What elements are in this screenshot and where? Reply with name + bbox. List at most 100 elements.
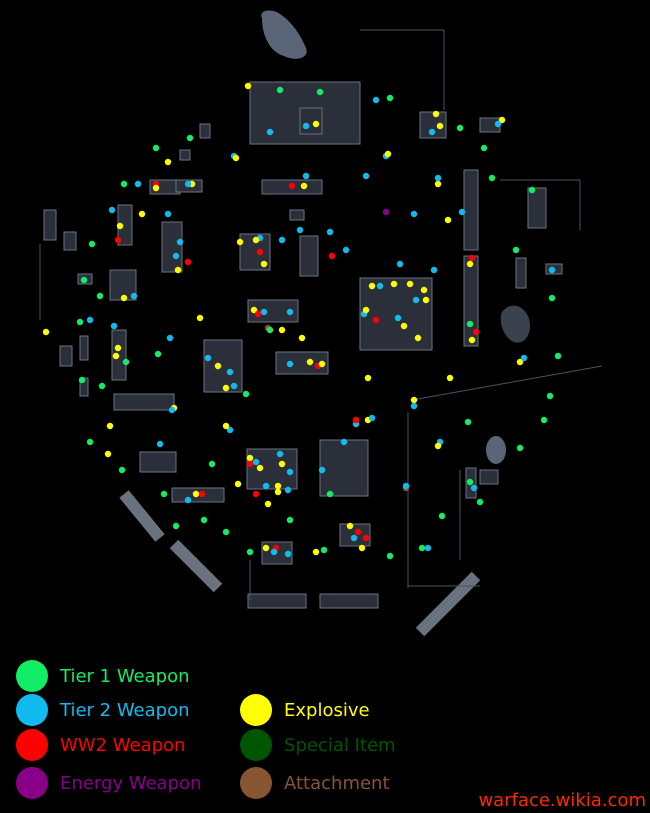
- item-marker: [198, 490, 206, 498]
- building: [289, 209, 305, 221]
- building: [63, 231, 77, 251]
- item-marker: [252, 490, 260, 498]
- building: [479, 469, 499, 485]
- item-marker: [76, 318, 84, 326]
- item-marker: [326, 228, 334, 236]
- item-marker: [438, 512, 446, 520]
- item-marker: [120, 294, 128, 302]
- item-marker: [184, 180, 192, 188]
- item-marker: [114, 344, 122, 352]
- item-marker: [160, 490, 168, 498]
- legend-tier2: Tier 2 Weapon: [16, 694, 190, 726]
- legend-energy-label: Energy Weapon: [60, 772, 202, 794]
- item-marker: [284, 486, 292, 494]
- item-marker: [340, 438, 348, 446]
- item-marker: [166, 334, 174, 342]
- item-marker: [108, 206, 116, 214]
- item-marker: [554, 352, 562, 360]
- item-marker: [288, 182, 296, 190]
- item-marker: [184, 258, 192, 266]
- building: [299, 235, 319, 277]
- tier2-swatch: [16, 694, 48, 726]
- building: [247, 593, 307, 609]
- item-marker: [410, 396, 418, 404]
- legend-tier1: Tier 1 Weapon: [16, 660, 190, 692]
- legend-tier2-label: Tier 2 Weapon: [60, 699, 190, 721]
- item-marker: [386, 552, 394, 560]
- item-marker: [130, 292, 138, 300]
- building: [161, 221, 183, 273]
- item-marker: [368, 282, 376, 290]
- item-marker: [414, 334, 422, 342]
- item-marker: [256, 248, 264, 256]
- item-marker: [358, 544, 366, 552]
- item-marker: [468, 254, 476, 262]
- item-marker: [468, 336, 476, 344]
- item-marker: [222, 422, 230, 430]
- map-canvas: [39, 10, 603, 637]
- item-marker: [80, 276, 88, 284]
- item-marker: [364, 374, 372, 382]
- item-marker: [172, 522, 180, 530]
- item-marker: [112, 352, 120, 360]
- item-marker: [260, 260, 268, 268]
- item-marker: [400, 322, 408, 330]
- building: [415, 571, 481, 637]
- building: [299, 107, 323, 135]
- item-marker: [164, 210, 172, 218]
- item-marker: [234, 480, 242, 488]
- item-marker: [548, 294, 556, 302]
- item-marker: [192, 490, 200, 498]
- item-marker: [350, 534, 358, 542]
- item-marker: [488, 174, 496, 182]
- item-marker: [152, 184, 160, 192]
- item-marker: [394, 314, 402, 322]
- road-lines: [39, 29, 603, 600]
- item-marker: [252, 236, 260, 244]
- pond-northeast: [500, 305, 531, 343]
- item-marker: [214, 362, 222, 370]
- item-marker: [86, 438, 94, 446]
- item-marker: [390, 280, 398, 288]
- item-marker: [230, 382, 238, 390]
- lake-top: [261, 10, 307, 59]
- item-marker: [296, 226, 304, 234]
- item-marker: [88, 240, 96, 248]
- item-marker: [86, 316, 94, 324]
- watermark: warface.wikia.com: [478, 790, 646, 811]
- item-marker: [266, 128, 274, 136]
- item-marker: [376, 282, 384, 290]
- building: [59, 345, 73, 367]
- item-marker: [278, 236, 286, 244]
- building: [119, 490, 165, 542]
- item-marker: [328, 252, 336, 260]
- item-marker: [386, 94, 394, 102]
- item-marker: [432, 110, 440, 118]
- item-marker: [244, 82, 252, 90]
- item-marker: [470, 484, 478, 492]
- legend-energy: Energy Weapon: [16, 767, 201, 799]
- item-marker: [362, 306, 370, 314]
- item-marker: [410, 210, 418, 218]
- item-marker: [152, 144, 160, 152]
- item-marker: [276, 86, 284, 94]
- item-marker: [396, 260, 404, 268]
- building: [139, 451, 177, 473]
- item-marker: [362, 172, 370, 180]
- energy-swatch: [16, 767, 48, 799]
- attachment-swatch: [240, 767, 272, 799]
- building: [43, 209, 57, 241]
- item-marker: [262, 544, 270, 552]
- item-marker: [120, 180, 128, 188]
- building: [247, 299, 299, 323]
- item-marker: [318, 466, 326, 474]
- item-marker: [384, 150, 392, 158]
- item-marker: [312, 120, 320, 128]
- item-marker: [520, 354, 528, 362]
- item-marker: [246, 460, 254, 468]
- item-marker: [114, 236, 122, 244]
- item-marker: [286, 308, 294, 316]
- item-marker: [466, 260, 474, 268]
- item-marker: [434, 442, 442, 450]
- item-marker: [262, 482, 270, 490]
